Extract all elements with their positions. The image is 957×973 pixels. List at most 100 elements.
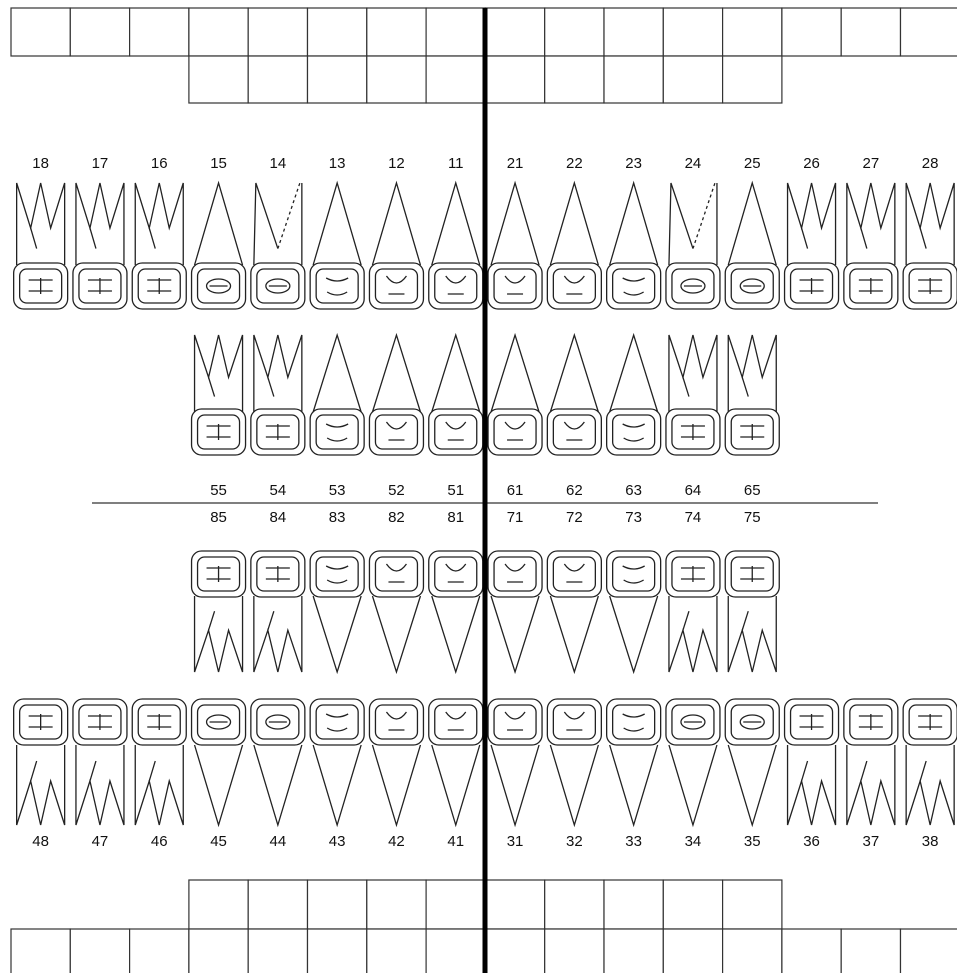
tooth-33[interactable] [607,699,661,825]
upper-grid-cell[interactable] [130,8,189,56]
tooth-37[interactable] [844,699,898,825]
lower-grid-cell[interactable] [426,929,485,973]
upper-grid-cell[interactable] [901,8,957,56]
tooth-23[interactable] [607,183,661,309]
tooth-84[interactable] [251,551,305,672]
tooth-45[interactable] [192,699,246,825]
tooth-42[interactable] [369,699,423,825]
tooth-11[interactable] [429,183,483,309]
tooth-28[interactable] [903,183,957,309]
tooth-21[interactable] [488,183,542,309]
tooth-81[interactable] [429,551,483,672]
tooth-75[interactable] [725,551,779,672]
upper-inner-grid-cell[interactable] [308,56,367,103]
tooth-47[interactable] [73,699,127,825]
tooth-44[interactable] [251,699,305,825]
tooth-36[interactable] [785,699,839,825]
upper-grid-cell[interactable] [723,8,782,56]
tooth-65[interactable] [725,335,779,455]
tooth-38[interactable] [903,699,957,825]
lower-grid-cell[interactable] [663,929,722,973]
tooth-72[interactable] [547,551,601,672]
upper-grid-cell[interactable] [426,8,485,56]
tooth-52[interactable] [369,335,423,455]
tooth-48[interactable] [14,699,68,825]
tooth-41[interactable] [429,699,483,825]
tooth-54[interactable] [251,335,305,455]
tooth-46[interactable] [132,699,186,825]
tooth-16[interactable] [132,183,186,309]
lower-grid-cell[interactable] [367,929,426,973]
lower-grid-cell[interactable] [545,929,604,973]
upper-inner-grid-cell[interactable] [723,56,782,103]
tooth-85[interactable] [192,551,246,672]
upper-grid-cell[interactable] [604,8,663,56]
upper-inner-grid-cell[interactable] [189,56,248,103]
lower-inner-grid-cell[interactable] [663,880,722,929]
tooth-53[interactable] [310,335,364,455]
lower-grid-cell[interactable] [782,929,841,973]
tooth-18[interactable] [14,183,68,309]
lower-grid-cell[interactable] [308,929,367,973]
lower-inner-grid-cell[interactable] [545,880,604,929]
lower-inner-grid-cell[interactable] [189,880,248,929]
tooth-61[interactable] [488,335,542,455]
lower-grid-cell[interactable] [841,929,900,973]
lower-inner-grid-cell[interactable] [367,880,426,929]
lower-grid-cell[interactable] [604,929,663,973]
tooth-14[interactable] [251,183,305,309]
tooth-13[interactable] [310,183,364,309]
upper-inner-grid-cell[interactable] [248,56,307,103]
tooth-73[interactable] [607,551,661,672]
tooth-83[interactable] [310,551,364,672]
tooth-43[interactable] [310,699,364,825]
lower-inner-grid-cell[interactable] [248,880,307,929]
lower-inner-grid-cell[interactable] [426,880,485,929]
lower-inner-grid-cell[interactable] [604,880,663,929]
lower-grid-cell[interactable] [485,929,544,973]
tooth-24[interactable] [666,183,720,309]
lower-grid-cell[interactable] [723,929,782,973]
upper-inner-grid-cell[interactable] [426,56,485,103]
tooth-35[interactable] [725,699,779,825]
tooth-12[interactable] [369,183,423,309]
tooth-31[interactable] [488,699,542,825]
upper-grid-cell[interactable] [782,8,841,56]
upper-grid-cell[interactable] [367,8,426,56]
tooth-34[interactable] [666,699,720,825]
upper-inner-grid-cell[interactable] [545,56,604,103]
tooth-63[interactable] [607,335,661,455]
tooth-17[interactable] [73,183,127,309]
tooth-22[interactable] [547,183,601,309]
tooth-82[interactable] [369,551,423,672]
upper-grid-cell[interactable] [11,8,70,56]
upper-grid-cell[interactable] [248,8,307,56]
tooth-71[interactable] [488,551,542,672]
upper-grid-cell[interactable] [70,8,129,56]
tooth-32[interactable] [547,699,601,825]
upper-grid-cell[interactable] [308,8,367,56]
tooth-27[interactable] [844,183,898,309]
tooth-15[interactable] [192,183,246,309]
upper-inner-grid-cell[interactable] [604,56,663,103]
lower-grid-cell[interactable] [901,929,957,973]
tooth-55[interactable] [192,335,246,455]
tooth-51[interactable] [429,335,483,455]
upper-grid-cell[interactable] [189,8,248,56]
upper-inner-grid-cell[interactable] [663,56,722,103]
upper-grid-cell[interactable] [663,8,722,56]
upper-inner-grid-cell[interactable] [367,56,426,103]
upper-grid-cell[interactable] [841,8,900,56]
lower-grid-cell[interactable] [70,929,129,973]
lower-grid-cell[interactable] [130,929,189,973]
lower-grid-cell[interactable] [189,929,248,973]
tooth-62[interactable] [547,335,601,455]
upper-grid-cell[interactable] [485,8,544,56]
upper-grid-cell[interactable] [545,8,604,56]
lower-grid-cell[interactable] [11,929,70,973]
lower-inner-grid-cell[interactable] [723,880,782,929]
upper-inner-grid-cell[interactable] [485,56,544,103]
tooth-64[interactable] [666,335,720,455]
tooth-26[interactable] [785,183,839,309]
tooth-74[interactable] [666,551,720,672]
